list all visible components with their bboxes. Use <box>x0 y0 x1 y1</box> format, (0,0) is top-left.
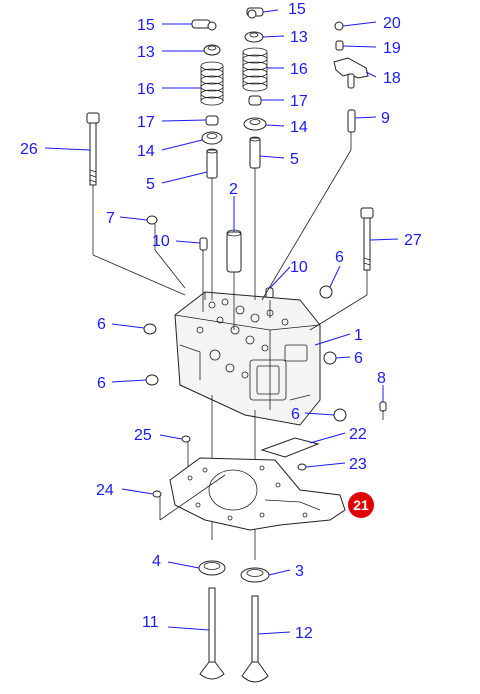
plug-6-left <box>143 323 157 335</box>
callout-21: 21 <box>353 497 369 513</box>
callout-25: 25 <box>134 427 152 444</box>
valve-spring-right <box>242 47 268 92</box>
valve-guide-right <box>249 137 261 169</box>
callout-labels: 15 15 13 13 16 16 17 17 14 14 5 5 20 19 … <box>20 1 422 642</box>
dowel-10-left <box>199 237 208 251</box>
callout-16-left: 16 <box>137 81 155 98</box>
callout-14-right: 14 <box>290 119 308 136</box>
callout-1: 1 <box>354 327 363 344</box>
cylinder-head-gasket-21 <box>159 457 346 531</box>
valve-guide-left <box>206 149 218 179</box>
callout-20: 20 <box>383 15 401 32</box>
plug-6-lower-left <box>145 374 159 386</box>
valve-stem-seal-right <box>248 95 262 106</box>
callout-11: 11 <box>142 614 159 631</box>
callout-leaders <box>44 9 399 635</box>
valve-seat-3 <box>240 567 270 583</box>
rocker-arm-18 <box>333 57 369 79</box>
bolt-27 <box>360 207 374 271</box>
callout-7: 7 <box>106 210 115 227</box>
plug-6-bottom <box>333 408 347 422</box>
plug-8 <box>379 401 387 412</box>
callout-6-top: 6 <box>335 249 344 266</box>
valve-seat-4 <box>198 560 226 576</box>
callout-15-right: 15 <box>288 1 306 18</box>
callout-10-right: 10 <box>290 259 308 276</box>
callout-6-lower-left: 6 <box>97 375 106 392</box>
washer-24 <box>152 490 162 498</box>
callout-14-left: 14 <box>137 143 155 160</box>
plug-7 <box>146 215 158 225</box>
washer-25 <box>181 435 191 443</box>
callout-8: 8 <box>377 370 386 387</box>
valve-spring-left <box>200 61 224 106</box>
right-valve-train <box>242 7 268 169</box>
screw-19 <box>335 40 344 51</box>
rocker-assembly <box>333 21 369 133</box>
callout-3: 3 <box>295 563 304 580</box>
callout-27: 27 <box>404 232 422 249</box>
callout-12: 12 <box>295 625 313 642</box>
callout-6-left: 6 <box>97 316 106 333</box>
left-valve-train <box>191 19 224 179</box>
cylinder-head-1 <box>174 291 321 426</box>
callout-17-left: 17 <box>137 114 155 131</box>
callout-19: 19 <box>383 40 401 57</box>
callout-13-right: 13 <box>290 29 308 46</box>
callout-9: 9 <box>381 110 390 127</box>
callout-15-left: 15 <box>137 17 155 34</box>
callout-16-right: 16 <box>290 61 308 78</box>
callout-10-left: 10 <box>152 233 170 250</box>
callout-22: 22 <box>349 426 367 443</box>
callout-13-left: 13 <box>137 44 155 61</box>
valve-stem-seal-left <box>205 115 219 126</box>
callout-6-bottom: 6 <box>291 406 300 423</box>
valve-key-left <box>191 19 211 29</box>
plug-6-top <box>319 285 333 299</box>
plug-6-right <box>323 351 337 365</box>
callout-5-right: 5 <box>290 151 299 168</box>
nut-20 <box>334 21 344 31</box>
callout-6-right: 6 <box>354 350 363 367</box>
callout-17-right: 17 <box>290 93 308 110</box>
nozzle-sleeve-2 <box>226 229 242 273</box>
exhaust-valve-12 <box>241 595 269 683</box>
washer-23 <box>297 463 307 471</box>
valve-key-left-end <box>207 21 217 31</box>
spring-seat-right <box>243 117 267 131</box>
callout-26: 26 <box>20 141 38 158</box>
callout-23: 23 <box>349 456 367 473</box>
intake-valve-11 <box>199 587 225 680</box>
callout-21-highlight-badge <box>348 492 374 518</box>
callout-24: 24 <box>96 482 114 499</box>
callout-4: 4 <box>152 553 161 570</box>
gasket-22 <box>260 437 320 458</box>
callout-2: 2 <box>229 181 238 198</box>
bolt-26 <box>86 112 100 186</box>
callout-18: 18 <box>383 70 401 87</box>
pushrod-9 <box>347 109 356 133</box>
callout-5-left: 5 <box>146 176 155 193</box>
